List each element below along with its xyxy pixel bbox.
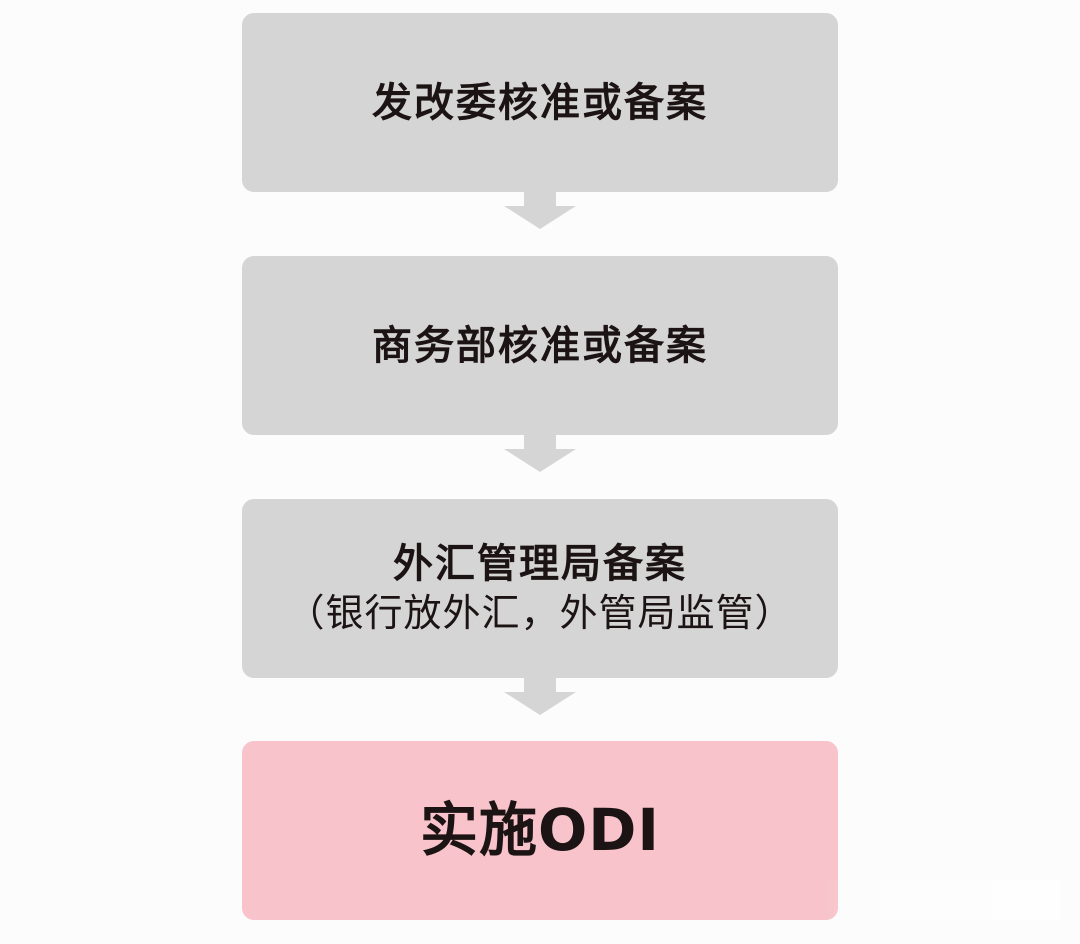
step-title: 商务部核准或备案 (372, 322, 708, 369)
arrow-down-icon (504, 678, 576, 715)
arrow-down-icon (504, 192, 576, 229)
step-ndrc-approval: 发改委核准或备案 (242, 13, 838, 192)
step-title: 实施ODI (419, 796, 661, 865)
step-safe-filing: 外汇管理局备案 （银行放外汇，外管局监管） (242, 499, 838, 678)
step-implement-odi: 实施ODI (242, 741, 838, 920)
watermark-overlay (820, 880, 1060, 920)
step-title: 发改委核准或备案 (372, 79, 708, 126)
step-title: 外汇管理局备案 (393, 540, 687, 587)
step-subtitle: （银行放外汇，外管局监管） (286, 590, 794, 635)
arrow-down-icon (504, 435, 576, 472)
step-mofcom-approval: 商务部核准或备案 (242, 256, 838, 435)
